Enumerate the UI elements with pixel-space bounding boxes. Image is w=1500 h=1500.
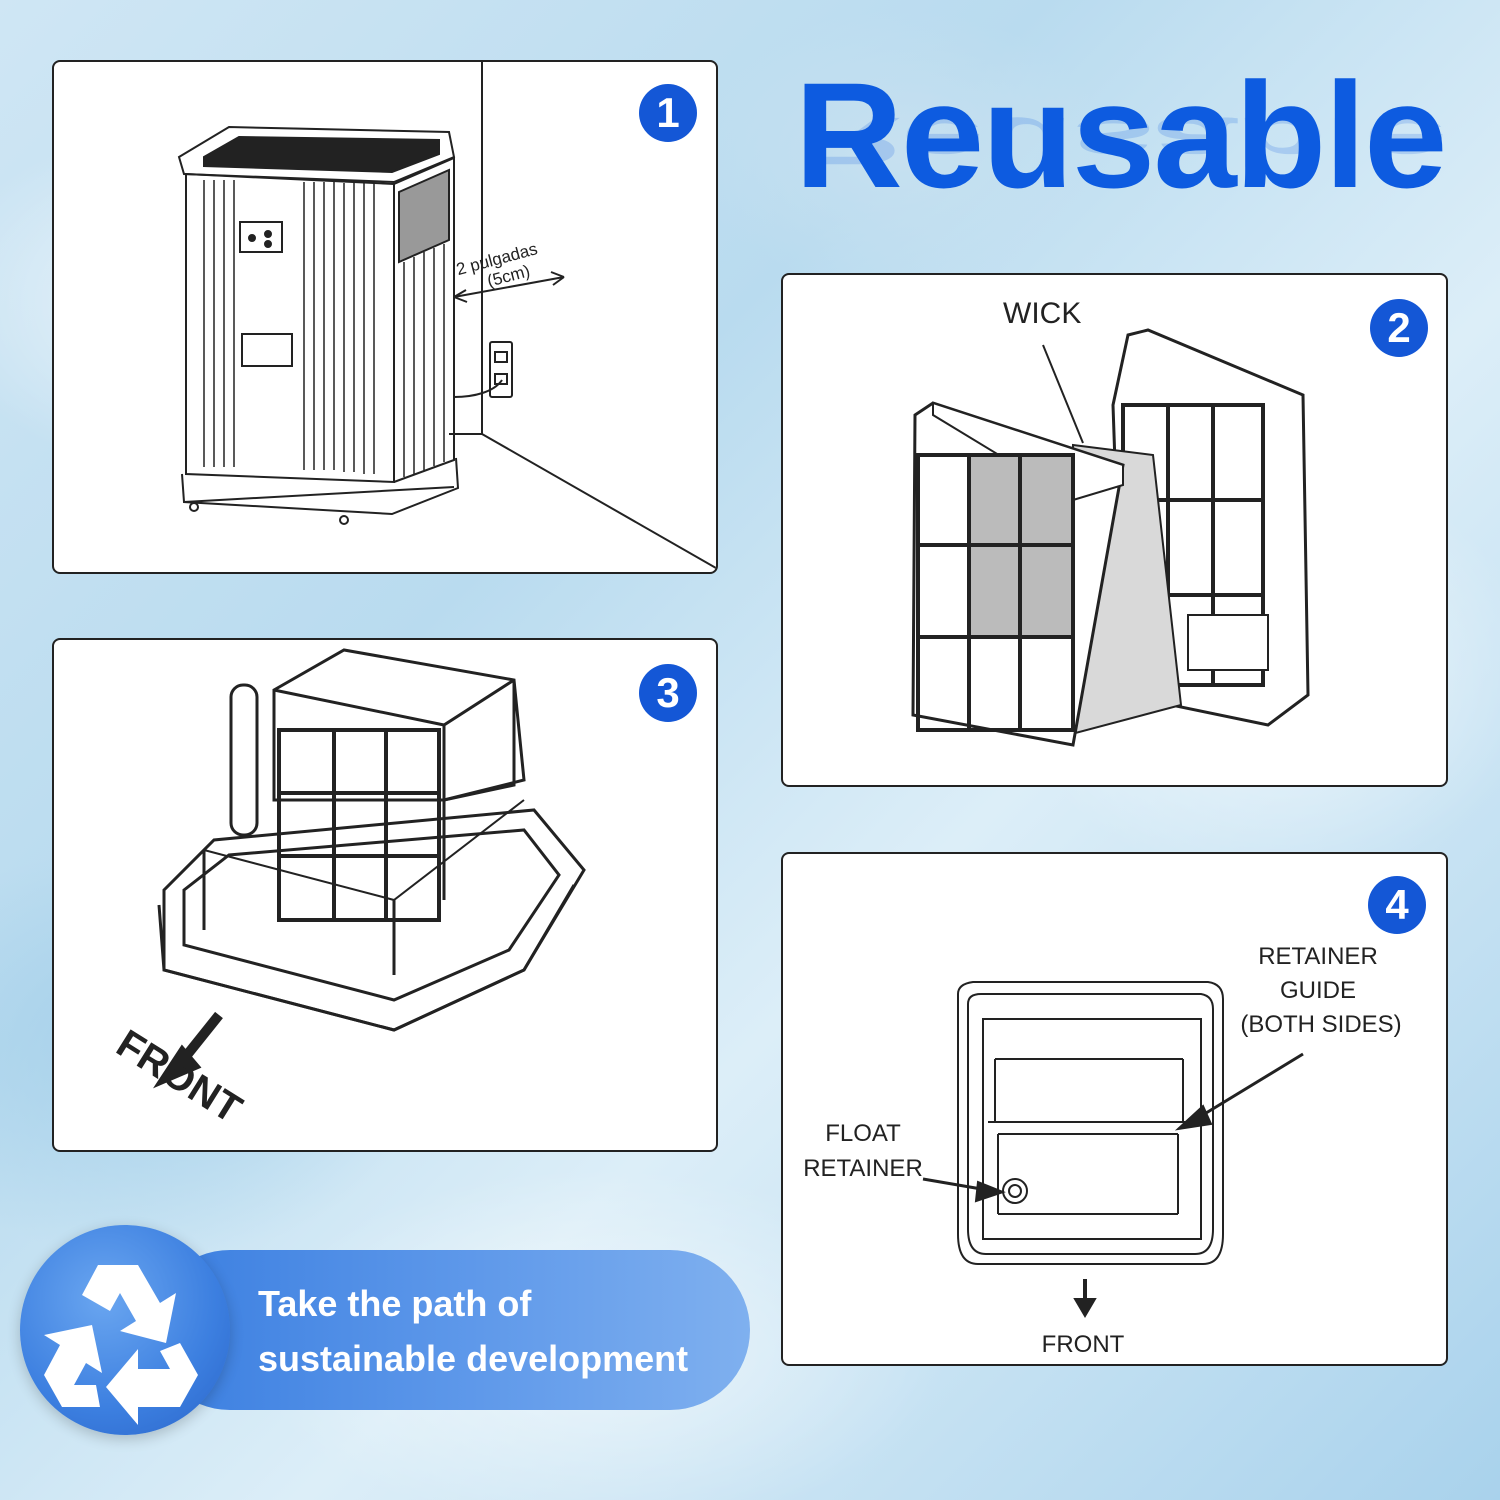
banner-line2: sustainable development [258,1338,689,1379]
sustainability-banner [150,1250,750,1410]
recycle-badge [20,1225,230,1435]
float-retainer-line1: FLOAT [825,1120,901,1147]
step-3-badge: 3 [639,664,697,722]
front-label-3: FRONT [109,1022,249,1132]
float-retainer-line2: RETAINER [803,1155,923,1182]
recycle-icon [44,1265,198,1425]
sustainability-text: Take the path of sustainable development [258,1276,738,1386]
humidifier-near-wall-illustration: 2 pulgadas (5cm) [177,62,716,569]
retainer-guide-line1: RETAINER [1258,943,1378,970]
filter-in-base-illustration: FRONT [109,648,586,1132]
page-title: Reusable [794,51,1448,219]
step-2-badge: 2 [1370,299,1428,357]
step-1-badge: 1 [639,84,697,142]
retainer-guide-line2: GUIDE [1280,977,1356,1004]
wick-label: WICK [1003,297,1081,330]
banner-line1: Take the path of [258,1283,532,1324]
wick-filter-assembly-illustration: WICK [911,297,1310,747]
front-label-4: FRONT [1042,1331,1125,1358]
step-4-panel: RETAINER GUIDE (BOTH SIDES) FLOAT RETAIN… [781,852,1448,1366]
retainer-guide-line3: (BOTH SIDES) [1240,1011,1401,1038]
step-2-panel: WICK 2 [781,273,1448,787]
base-top-view-illustration: RETAINER GUIDE (BOTH SIDES) FLOAT RETAIN… [803,943,1401,1358]
step-3-panel: FRONT 3 [52,638,718,1152]
step-1-panel: 2 pulgadas (5cm) 1 [52,60,718,574]
step-4-badge: 4 [1368,876,1426,934]
